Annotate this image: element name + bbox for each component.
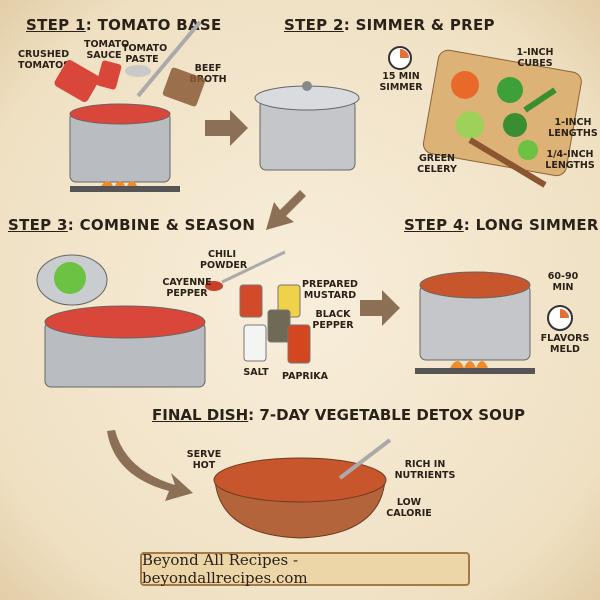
- cutting-board-icon: [422, 49, 582, 177]
- label-prepared-mustard: PREPARED MUSTARD: [302, 279, 358, 301]
- green-pepper-cubes: [497, 77, 523, 103]
- paprika-jar: [287, 324, 311, 364]
- soup-spoon-icon: [338, 438, 392, 480]
- arrow-down-left-icon: [266, 190, 306, 230]
- arrow-right-icon: [205, 110, 248, 146]
- curved-arrow-icon: [107, 430, 193, 501]
- label-beef-broth: BEEF BROTH: [189, 63, 227, 85]
- label-cayenne-pepper: CAYENNE PEPPER: [162, 277, 212, 299]
- combined-soup-surface: [44, 305, 206, 339]
- spice-jars-icon: [239, 284, 311, 364]
- green-onion-slices: [518, 140, 538, 160]
- step3-title: COMBINE & SEASON: [79, 216, 256, 234]
- step4-heading: STEP 4: LONG SIMMER: [404, 216, 599, 234]
- step2-prefix: STEP 2: [284, 16, 344, 34]
- whole-green-beans: [523, 87, 557, 113]
- chopped-green-beans: [503, 113, 527, 137]
- salt-jar: [243, 324, 267, 362]
- label-flavors-meld: FLAVORS MELD: [540, 333, 590, 355]
- label-1-inch-cubes: 1-INCH CUBES: [516, 47, 554, 69]
- tomato-paste-bowl-icon: [125, 65, 151, 77]
- step2-heading: STEP 2: SIMMER & PREP: [284, 16, 495, 34]
- label-low-calorie: LOW CALORIE: [386, 497, 432, 519]
- label-salt: SALT: [243, 367, 269, 378]
- chili-jar: [239, 284, 263, 318]
- stove-grate: [415, 368, 535, 374]
- label-crushed-tomatos: CRUSHED TOMATOS: [18, 49, 71, 71]
- label-serve-hot: SERVE HOT: [186, 449, 222, 471]
- bowl-vegetables: [54, 262, 86, 294]
- label-green-celery: GREEN CELERY: [417, 153, 457, 175]
- final-title: 7-DAY VEGETABLE DETOX SOUP: [259, 406, 525, 424]
- tomato-sauce-can-icon: [96, 60, 122, 90]
- step2-title: SIMMER & PREP: [355, 16, 495, 34]
- step3-prefix: STEP 3: [8, 216, 68, 234]
- tomato-can-icon: [54, 59, 100, 103]
- carrot-pieces: [451, 71, 479, 99]
- footer-banner: Beyond All Recipes - beyondallrecipes.co…: [140, 551, 470, 587]
- step3-heading: STEP 3: COMBINE & SEASON: [8, 216, 256, 234]
- label-chili-powder: CHILI POWDER: [200, 249, 248, 271]
- broth-cup-icon: [162, 67, 206, 107]
- burner-flame-icon: [450, 361, 488, 368]
- chili-powder-spoonful: [205, 281, 223, 291]
- label-15-min-simmer: 15 MIN SIMMER: [379, 71, 423, 93]
- label-tomato-paste: TOMATO PASTE: [122, 43, 168, 65]
- label-paprika: PAPRIKA: [282, 371, 328, 382]
- simmering-soup-surface: [419, 271, 531, 299]
- label-tomato-sauce: TOMATO SAUCE: [84, 39, 130, 61]
- final-soup-surface: [213, 457, 387, 503]
- knife-icon: [468, 137, 547, 188]
- celery-pieces: [456, 111, 484, 139]
- final-heading: FINAL DISH: 7-DAY VEGETABLE DETOX SOUP: [152, 406, 525, 424]
- step1-prefix: STEP 1: [26, 16, 86, 34]
- spoon-icon: [221, 250, 286, 284]
- final-prefix: FINAL DISH: [152, 406, 249, 424]
- tomato-mixture-surface: [69, 103, 171, 125]
- step1-title: TOMATO BASE: [97, 16, 222, 34]
- stove-grate: [70, 186, 180, 192]
- label-60-90-min: 60-90 MIN: [547, 271, 579, 293]
- arrow-right-icon: [360, 290, 400, 326]
- stopwatch-icon: [388, 46, 412, 70]
- ladle-icon: [136, 20, 202, 98]
- clock-icon: [547, 305, 573, 331]
- step1-heading: STEP 1: TOMATO BASE: [26, 16, 222, 34]
- label-black-pepper: BLACK PEPPER: [312, 309, 354, 331]
- step4-title: LONG SIMMER: [475, 216, 599, 234]
- label-rich-in-nutrients: RICH IN NUTRIENTS: [394, 459, 456, 481]
- step4-prefix: STEP 4: [404, 216, 464, 234]
- label-1-inch-lengths: 1-INCH LENGTHS: [548, 117, 598, 139]
- label-quarter-inch-lengths: 1/4-INCH LENGTHS: [545, 149, 595, 171]
- pot-with-lid-icon: [254, 81, 360, 171]
